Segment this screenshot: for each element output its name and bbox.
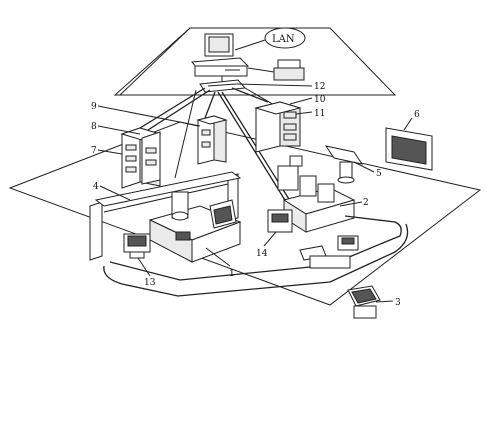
callout-4: 4 (93, 182, 99, 192)
machining-cell-2 (277, 155, 356, 233)
pallet-3 (347, 285, 381, 319)
lan-label: LAN (272, 34, 295, 45)
tool-magazine-6 (385, 127, 433, 171)
controller-cabinet-8 (141, 131, 161, 185)
callout-10: 10 (314, 95, 326, 105)
pallet-station-13 (123, 233, 151, 259)
callout-7: 7 (91, 146, 97, 156)
callout-2: 2 (363, 198, 369, 208)
callout-6: 6 (414, 110, 420, 120)
printer-icon (247, 59, 305, 81)
callout-13: 13 (144, 278, 156, 288)
callout-3: 3 (395, 298, 401, 308)
host-computer-icon (191, 33, 250, 77)
controller-cabinet-9 (196, 115, 228, 165)
conveyor-track (103, 215, 409, 297)
robot-5-icon (324, 145, 364, 184)
callout-8: 8 (91, 122, 97, 132)
agv-14 (267, 209, 293, 233)
load-unload-station (299, 235, 359, 269)
controller-cabinet-10-11 (254, 101, 302, 153)
callout-5: 5 (376, 169, 382, 179)
callout-labels: 1 2 3 4 5 6 7 8 9 10 11 12 13 14 (91, 82, 420, 308)
callout-1: 1 (229, 269, 235, 279)
tool-station (209, 199, 237, 229)
callout-12: 12 (314, 82, 325, 92)
gantry-4 (89, 171, 242, 261)
callout-leaders (97, 83, 413, 303)
callout-11: 11 (314, 109, 325, 119)
lan-bubble: LAN (234, 27, 306, 51)
callout-9: 9 (91, 102, 97, 112)
callout-14: 14 (256, 249, 268, 259)
